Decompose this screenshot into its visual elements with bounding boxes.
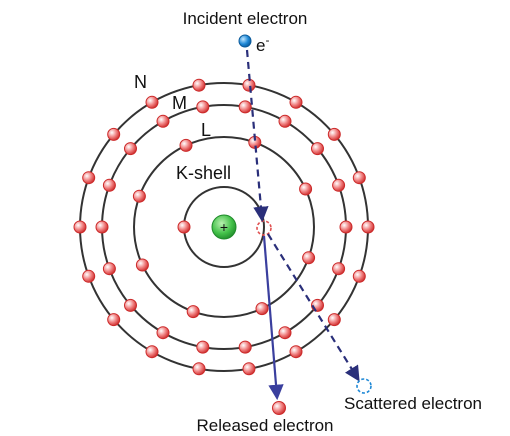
scattered-electron-icon — [356, 378, 372, 394]
shell-n-electron — [107, 313, 121, 327]
shell-k-electron — [177, 220, 191, 234]
shell-m-electron — [102, 262, 116, 276]
released-electron-icon — [272, 401, 286, 415]
shell-l-electron — [179, 138, 193, 152]
shell-m-electrons — [95, 100, 353, 354]
shell-n-electron — [145, 345, 159, 359]
nucleus-plus-icon — [211, 214, 237, 240]
shell-m-electron — [124, 298, 137, 312]
shell-m-electron — [124, 142, 137, 156]
shell-n-electron — [242, 78, 256, 92]
electron-symbol: e- — [256, 33, 269, 55]
scattered-path — [267, 233, 360, 382]
shell-m-electron — [156, 114, 170, 128]
shell-m-electron — [339, 220, 353, 234]
shell-n-electron — [107, 127, 121, 141]
shell-n-electron — [73, 220, 87, 234]
shell-m-electron — [238, 340, 252, 354]
shell-l-electron — [186, 305, 200, 319]
shell-n-electron — [82, 171, 96, 185]
shell-l-electron — [299, 182, 313, 196]
shell-m-electron — [238, 100, 252, 114]
shell-m-electron — [332, 262, 346, 276]
incident-electron-label: Incident electron — [183, 9, 308, 28]
shell-n-label: N — [134, 72, 147, 92]
nucleus: + — [211, 214, 237, 240]
shell-l-electrons — [132, 135, 316, 319]
shell-n-electrons — [73, 78, 375, 376]
shell-m-electron — [102, 178, 116, 192]
shell-m-electron — [196, 340, 210, 354]
shell-n-electron — [82, 269, 96, 283]
shell-l-electron — [135, 258, 149, 272]
shell-n-electron — [361, 220, 375, 234]
shell-m-electron — [156, 326, 170, 340]
shell-n-electron — [289, 95, 303, 109]
shell-l-label: L — [201, 120, 211, 140]
nucleus-sign: + — [220, 219, 228, 235]
shell-k-electrons — [177, 220, 191, 234]
shell-l-electron — [302, 251, 316, 265]
shell-n-electron — [352, 269, 366, 283]
shell-l-electron — [132, 189, 146, 203]
shell-n-electron — [192, 78, 206, 92]
shell-m-electron — [95, 220, 109, 234]
released-electron-label: Released electron — [196, 416, 333, 435]
scattered-electron-label: Scattered electron — [344, 394, 482, 413]
shell-n-electron — [352, 171, 366, 185]
shell-m-electron — [332, 178, 346, 192]
shell-m-label: M — [172, 93, 187, 113]
shell-l-electron — [255, 302, 269, 316]
shell-n-electron — [145, 95, 159, 109]
incident-electron-icon — [238, 34, 252, 48]
shell-n-electron — [289, 345, 303, 359]
electron-charge: - — [265, 33, 269, 47]
shell-n-electron — [242, 362, 256, 376]
shell-l-orbit — [133, 136, 315, 318]
shell-m-electron — [278, 114, 292, 128]
shell-n-electron — [327, 313, 341, 327]
shell-n-electron — [327, 127, 341, 141]
shell-m-electron — [196, 100, 210, 114]
shell-m-electron — [278, 326, 292, 340]
shell-n-electron — [192, 362, 206, 376]
electron-symbol-letter: e — [256, 36, 265, 55]
shell-k-label: K-shell — [176, 163, 231, 183]
released-path — [262, 235, 284, 401]
shell-m-electron — [311, 142, 324, 156]
incident-path — [245, 49, 269, 223]
